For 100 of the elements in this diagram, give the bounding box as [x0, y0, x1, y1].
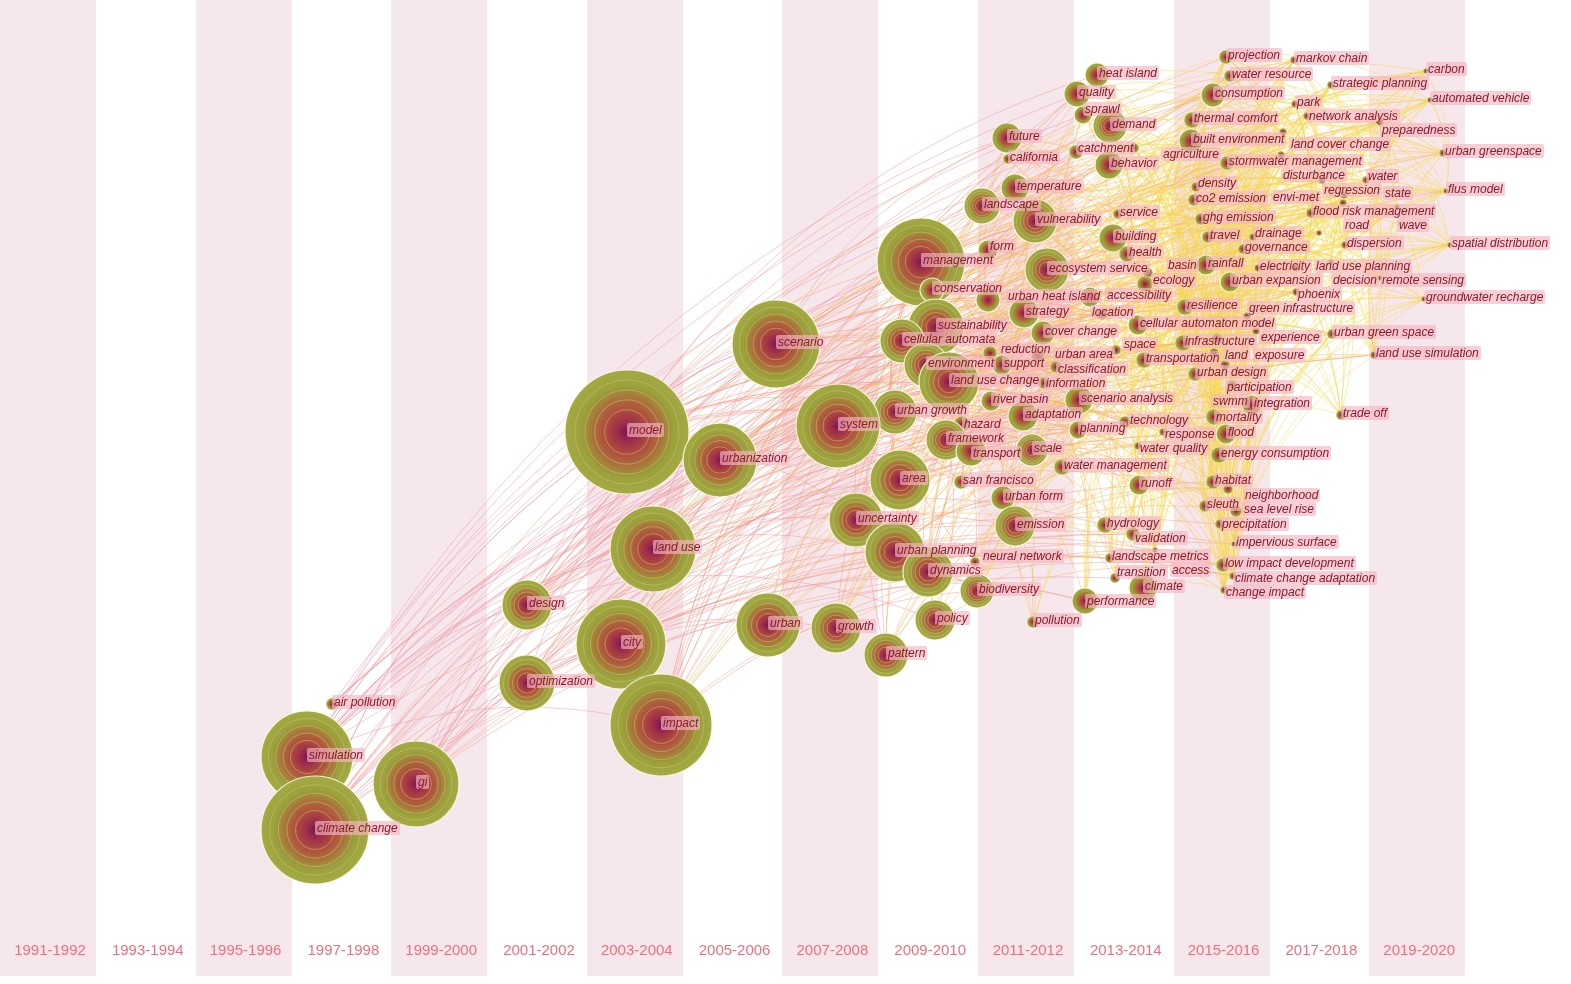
keyword-label: experience — [1259, 330, 1322, 344]
keyword-label: accessibility — [1105, 288, 1174, 302]
keyword-label: road — [1343, 218, 1372, 232]
year-label: 2007-2008 — [796, 941, 869, 959]
keyword-label: temperature — [1015, 179, 1084, 193]
keyword-label: reduction — [999, 342, 1053, 356]
keyword-label: health — [1127, 245, 1164, 259]
keyword-label: adaptation — [1023, 407, 1084, 421]
keyword-label: precipitation — [1220, 517, 1289, 531]
keyword-label: river basin — [991, 392, 1051, 406]
keyword-label: runoff — [1139, 476, 1174, 490]
year-label: 2019-2020 — [1383, 941, 1456, 959]
keyword-label: catchment — [1076, 141, 1136, 155]
keyword-label: transport — [971, 446, 1023, 460]
keyword-label: urban growth — [895, 403, 970, 417]
keyword-label: markov chain — [1294, 51, 1370, 65]
keyword-label: future — [1007, 129, 1042, 143]
year-label: 2017-2018 — [1285, 941, 1358, 959]
year-label: 2005-2006 — [698, 941, 771, 959]
year-label: 1997-1998 — [307, 941, 380, 959]
keyword-label: san francisco — [961, 473, 1036, 487]
keyword-label: access — [1170, 563, 1212, 577]
keyword-label: envi-met — [1271, 190, 1321, 204]
keyword-label: impervious surface — [1234, 535, 1339, 549]
keyword-label: space — [1122, 337, 1159, 351]
keyword-label: support — [1002, 356, 1047, 370]
keyword-label: built environment — [1191, 132, 1287, 146]
keyword-label: neural network — [981, 549, 1064, 563]
keyword-label: land use simulation — [1374, 346, 1481, 360]
keyword-label: automated vehicle — [1430, 91, 1532, 105]
keyword-label: framework — [946, 431, 1006, 445]
keyword-label: biodiversity — [977, 582, 1042, 596]
keyword-label: decision — [1331, 273, 1380, 287]
keyword-label: information — [1044, 376, 1108, 390]
keyword-label: phoenix — [1296, 287, 1343, 301]
keyword-label: sustainability — [936, 318, 1009, 332]
keyword-label: change impact — [1224, 585, 1307, 599]
keyword-label: land — [1223, 348, 1250, 362]
keyword-label: scenario — [776, 335, 826, 349]
keyword-label: response — [1163, 427, 1217, 441]
keyword-label: cellular automaton model — [1138, 316, 1277, 330]
keyword-label: density — [1196, 176, 1239, 190]
keyword-label: land use change — [949, 373, 1042, 387]
keyword-label: rainfall — [1206, 256, 1246, 270]
year-label: 2001-2002 — [503, 941, 575, 959]
keyword-label: cellular automata — [902, 332, 998, 346]
keyword-label: sleuth — [1205, 497, 1242, 511]
keyword-label: behavior — [1109, 156, 1160, 170]
keyword-label: urban area — [1053, 347, 1116, 361]
keyword-label: vulnerability — [1035, 212, 1103, 226]
keyword-label: design — [527, 596, 567, 610]
keyword-label: strategic planning — [1331, 76, 1430, 90]
keyword-label: integration — [1252, 396, 1313, 410]
year-label: 2013-2014 — [1089, 941, 1162, 959]
keyword-label: stormwater management — [1227, 154, 1364, 168]
keyword-label: california — [1008, 150, 1061, 164]
keyword-label: scenario analysis — [1079, 391, 1176, 405]
keyword-label: model — [627, 423, 664, 437]
keyword-label: hazard — [962, 417, 1003, 431]
keyword-label: land use planning — [1314, 259, 1413, 273]
keyword-label: quality — [1077, 85, 1116, 99]
keyword-label: drainage — [1253, 226, 1304, 240]
keyword-label: urban heat island — [1006, 289, 1103, 303]
year-label: 1995-1996 — [209, 941, 282, 959]
keyword-label: resilience — [1185, 298, 1240, 312]
keyword-label: mortality — [1214, 410, 1264, 424]
keyword-label: scale — [1032, 441, 1064, 455]
keyword-label: infrastructure — [1183, 334, 1258, 348]
keyword-label: validation — [1133, 531, 1188, 545]
year-label: 2009-2010 — [894, 941, 967, 959]
keyword-label: ecosystem service — [1047, 261, 1150, 275]
keyword-label: wave — [1397, 218, 1429, 232]
keyword-label: growth — [836, 619, 877, 633]
year-label: 2015-2016 — [1187, 941, 1260, 959]
keyword-label: flus model — [1446, 182, 1505, 196]
keyword-label: urban greenspace — [1443, 144, 1544, 158]
year-label: 2011-2012 — [992, 941, 1064, 959]
keyword-label: building — [1113, 229, 1159, 243]
keyword-label: landscape — [982, 197, 1041, 211]
keyword-label: environment — [926, 356, 997, 370]
keyword-label: strategy — [1024, 304, 1071, 318]
keyword-label: neighborhood — [1243, 488, 1321, 502]
keyword-label: landscape metrics — [1110, 549, 1211, 563]
keyword-label: city — [621, 635, 643, 649]
keyword-label: basin — [1166, 258, 1199, 272]
keyword-label: impact — [661, 716, 701, 730]
keyword-label: agriculture — [1161, 147, 1222, 161]
keyword-label: service — [1118, 205, 1160, 219]
year-label: 1999-2000 — [405, 941, 478, 959]
keyword-label: water — [1366, 169, 1400, 183]
keyword-label: climate change — [315, 821, 400, 835]
keyword-label: system — [838, 417, 880, 431]
keyword-label: classification — [1056, 362, 1129, 376]
keyword-label: pollution — [1033, 613, 1082, 627]
keyword-label: dispersion — [1345, 236, 1404, 250]
keyword-label: trade off — [1341, 406, 1390, 420]
keyword-label: travel — [1208, 228, 1242, 242]
keyword-label: urban expansion — [1230, 273, 1323, 287]
keyword-label: management — [921, 253, 996, 267]
year-label: 1993-1994 — [111, 941, 184, 959]
